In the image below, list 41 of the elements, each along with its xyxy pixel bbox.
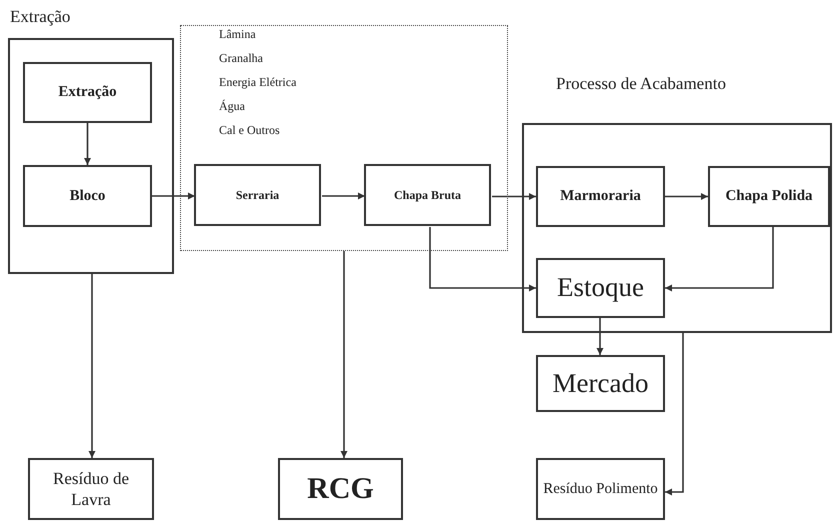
group-heading: Extração	[10, 6, 70, 28]
arrow	[322, 192, 365, 200]
arrow	[665, 227, 774, 292]
arrow	[429, 227, 536, 292]
box-label: Bloco	[68, 186, 106, 206]
input-label: Cal e Outros	[219, 122, 280, 138]
box-label: Marmoraria	[559, 187, 642, 206]
box-label: Resíduo Polimento	[542, 480, 659, 499]
box-label: Mercado	[552, 366, 650, 400]
arrow	[84, 123, 91, 165]
process-box	[194, 164, 321, 226]
arrow	[492, 193, 536, 200]
process-box	[536, 355, 665, 412]
process-box	[536, 258, 665, 318]
arrow	[596, 318, 604, 355]
box-label: Chapa Polida	[724, 187, 814, 206]
group-box	[180, 25, 508, 251]
arrow	[665, 333, 684, 496]
arrow	[152, 192, 195, 200]
input-label: Água	[219, 98, 245, 114]
process-box	[278, 458, 403, 520]
input-label: Granalha	[219, 50, 263, 66]
arrow	[340, 251, 348, 458]
box-label: RCG	[306, 471, 375, 508]
arrow	[665, 193, 708, 200]
input-label: Lâmina	[219, 26, 256, 42]
box-label: Chapa Bruta	[392, 186, 462, 204]
process-box	[23, 62, 152, 123]
process-box	[23, 165, 152, 227]
box-label: Estoque	[556, 271, 645, 304]
box-label: Serraria	[234, 186, 280, 204]
process-box	[708, 166, 830, 227]
arrow	[88, 274, 96, 458]
box-label: Resíduo de Lavra	[52, 468, 130, 511]
process-box	[536, 166, 665, 227]
box-label: Extração	[57, 83, 118, 102]
process-box	[536, 458, 665, 520]
process-box	[364, 164, 491, 226]
group-heading: Processo de Acabamento	[556, 73, 726, 94]
process-box	[28, 458, 154, 520]
input-label: Energia Elétrica	[219, 74, 296, 90]
